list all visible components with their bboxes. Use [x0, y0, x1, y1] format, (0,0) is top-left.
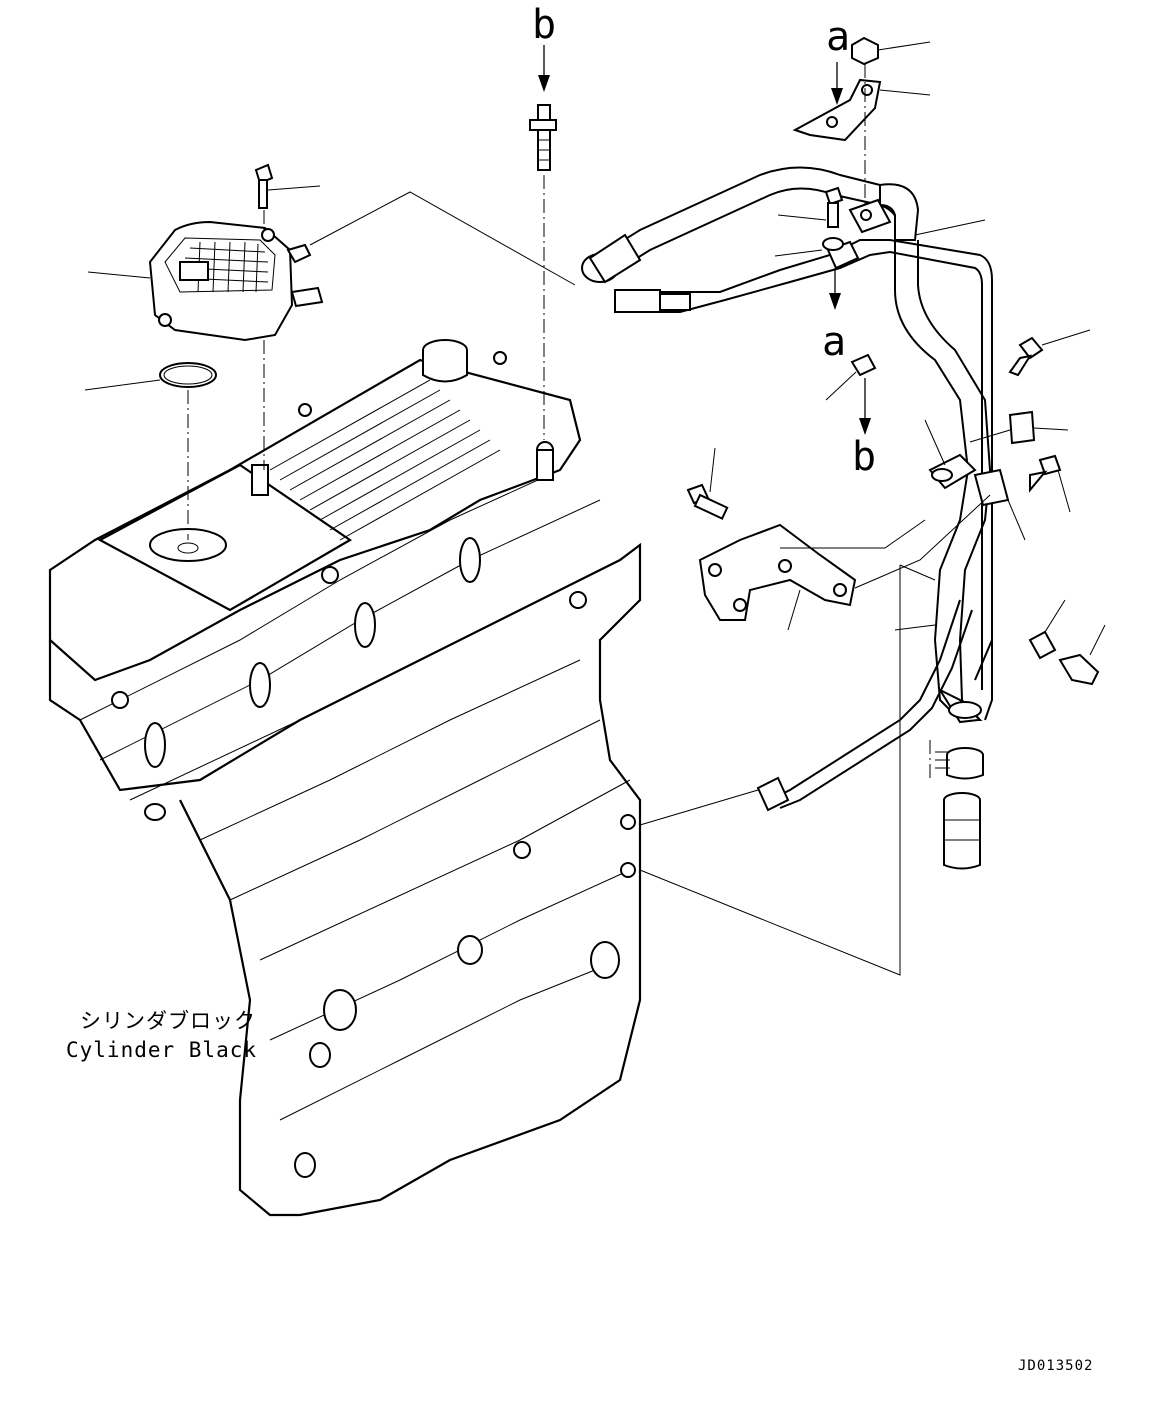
brackets: a a b	[639, 14, 1106, 976]
breather-assembly	[84, 163, 576, 540]
o-ring	[159, 362, 217, 388]
breather-hose	[581, 166, 993, 812]
callout-a-top: a	[826, 14, 850, 60]
drawing-id: JD013502	[1018, 1358, 1093, 1374]
cylinder-block-label-jp: シリンダブロック	[80, 1009, 256, 1033]
cylinder-block	[48, 339, 642, 1217]
cylinder-block-label-en: Cylinder Black	[66, 1038, 257, 1062]
callout-b-bottom: b	[852, 434, 876, 480]
callout-b-top: b	[532, 2, 556, 48]
stud-b: b	[529, 2, 557, 440]
callout-a-bottom: a	[822, 319, 846, 365]
